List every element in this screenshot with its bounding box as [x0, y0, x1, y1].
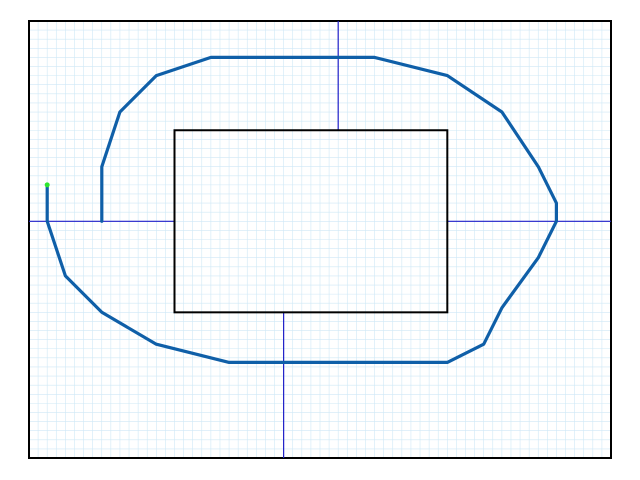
board-frame — [28, 20, 612, 459]
driven-path — [45, 55, 559, 364]
center-obstacle — [173, 129, 449, 314]
start-marker — [44, 182, 50, 188]
grid — [29, 21, 611, 458]
